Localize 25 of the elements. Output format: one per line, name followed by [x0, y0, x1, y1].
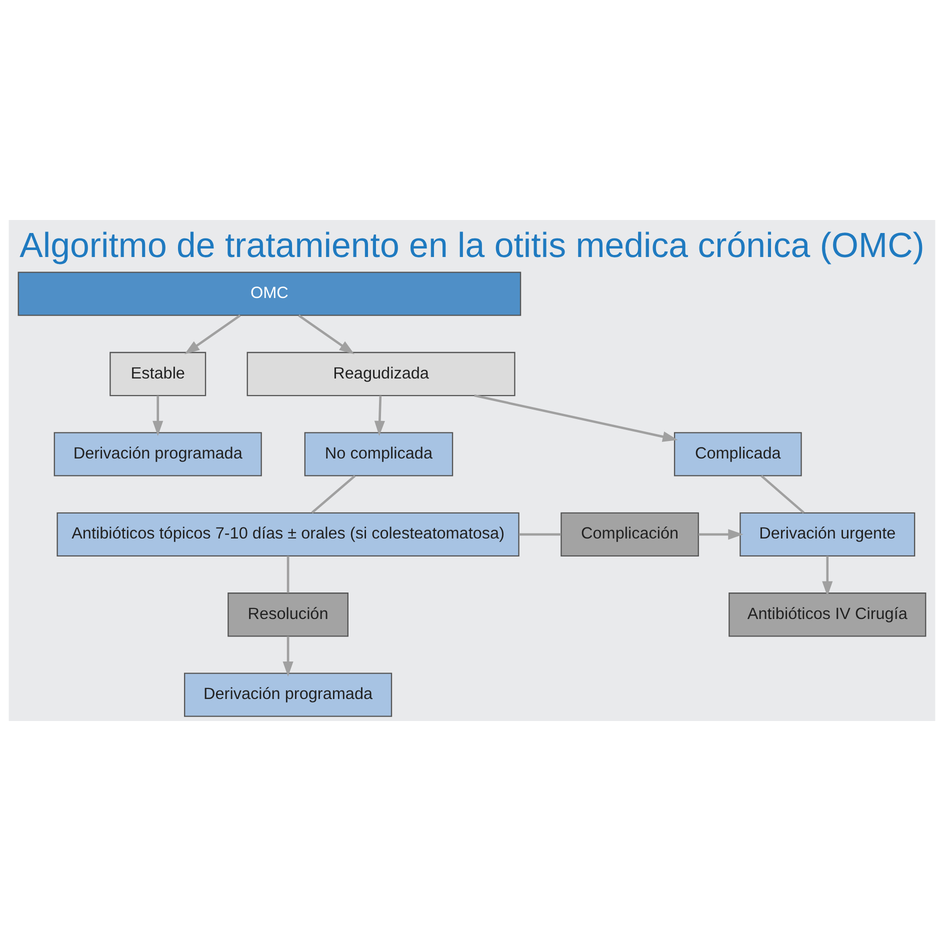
arrow: [152, 396, 164, 436]
connector: [519, 533, 561, 536]
node-box: Antibióticos tópicos 7-10 días ± orales (si colesteatomatosa): [56, 512, 520, 557]
arrow: [298, 314, 354, 354]
node-box: Derivación programada: [54, 432, 262, 476]
connector: [760, 474, 804, 514]
node-box: No complicada: [304, 432, 454, 476]
node-box: Antibióticos IV Cirugía: [728, 592, 926, 637]
arrow: [822, 556, 833, 596]
diagram-title: Algoritmo de tratamiento en la otitis medica crónica (OMC): [20, 226, 924, 266]
node-box: Resolución: [228, 592, 348, 637]
arrow: [474, 394, 678, 442]
arrow: [374, 396, 385, 436]
node-box: Complicada: [674, 432, 802, 476]
node-box: Derivación urgente: [740, 512, 916, 557]
arrow: [282, 636, 294, 677]
node-box: Derivación programada: [184, 672, 392, 717]
arrow: [698, 529, 744, 540]
node-box: OMC: [18, 272, 522, 316]
arrow: [184, 314, 241, 354]
node-box: Estable: [110, 352, 206, 396]
node-box: Reagudizada: [246, 352, 516, 396]
connector: [311, 474, 356, 514]
connector: [286, 556, 290, 593]
node-box: Complicación: [560, 512, 699, 557]
